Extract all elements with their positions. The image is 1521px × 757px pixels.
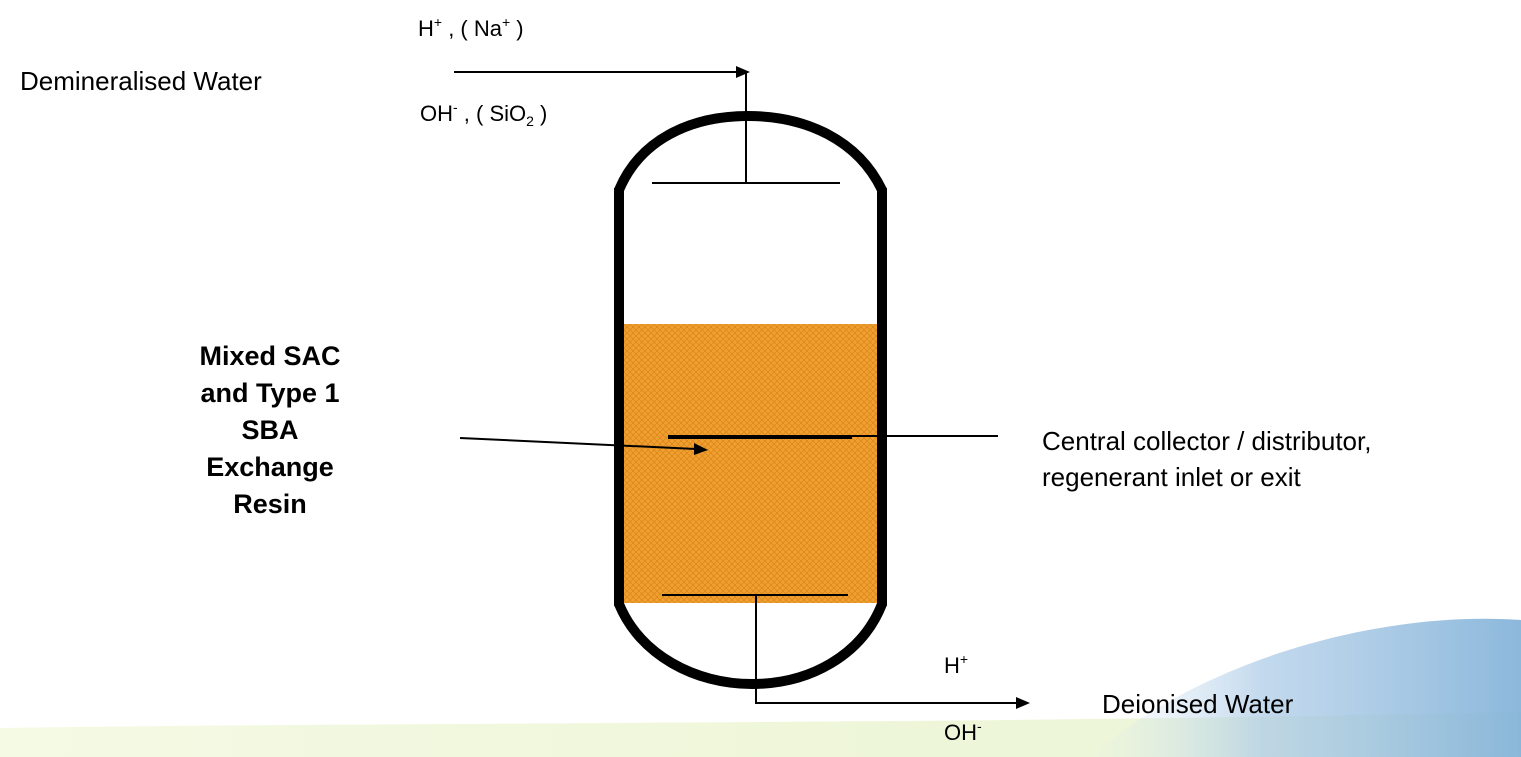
vessel-bottom-dome — [614, 602, 887, 690]
outlet-arrow-head — [1016, 697, 1030, 709]
resin-bed — [624, 324, 878, 603]
ion-oh-charge: - — [453, 99, 458, 115]
vessel-outline — [614, 110, 887, 690]
inlet-label: Demineralised Water — [20, 66, 262, 96]
ion-separator: , ( — [442, 16, 474, 41]
resin-label-line-3: SBA — [241, 415, 299, 445]
outlet-ion-anion: OH- — [944, 719, 982, 745]
resin-label-line-4: Exchange — [206, 452, 334, 482]
outlet-label: Deionised Water — [1102, 689, 1294, 719]
vessel-top-dome — [614, 110, 887, 193]
resin-label-line-1: Mixed SAC — [199, 341, 341, 371]
ion-h: H — [944, 653, 960, 678]
ion-close: ) — [533, 101, 548, 126]
ion-oh-charge: - — [977, 718, 982, 734]
ion-separator: , ( — [457, 101, 490, 126]
ion-sio: SiO — [489, 101, 527, 126]
ion-sio-subscript: 2 — [526, 113, 534, 129]
ion-h-charge: + — [433, 14, 443, 30]
collector-label-line-2: regenerant inlet or exit — [1042, 462, 1301, 492]
ion-oh: OH — [944, 720, 977, 745]
resin-leader-line — [459, 437, 697, 450]
resin-leader-arrow-head — [694, 443, 708, 455]
collector-label: Central collector / distributor, regener… — [1042, 423, 1371, 495]
ion-h-charge: + — [959, 651, 969, 667]
resin-label: Mixed SAC and Type 1 SBA Exchange Resin — [170, 338, 370, 523]
ion-na: Na — [473, 16, 502, 41]
background-blue-swoosh — [1090, 618, 1521, 757]
inlet-ions-anions: OH- , ( SiO2 ) — [420, 100, 548, 128]
ion-h: H — [418, 16, 434, 41]
ion-na-charge: + — [501, 14, 511, 30]
outlet-pipe — [755, 596, 1018, 704]
resin-label-line-5: Resin — [233, 489, 307, 519]
ion-close: ) — [510, 16, 524, 41]
inlet-ions-cations: H+ , ( Na+ ) — [418, 15, 524, 41]
inlet-pipe — [454, 71, 840, 184]
ion-oh: OH — [420, 101, 453, 126]
inlet-arrow-head — [736, 66, 750, 78]
resin-label-line-2: and Type 1 — [200, 378, 340, 408]
collector-label-line-1: Central collector / distributor, — [1042, 426, 1372, 456]
outlet-ion-cation: H+ — [944, 652, 968, 678]
